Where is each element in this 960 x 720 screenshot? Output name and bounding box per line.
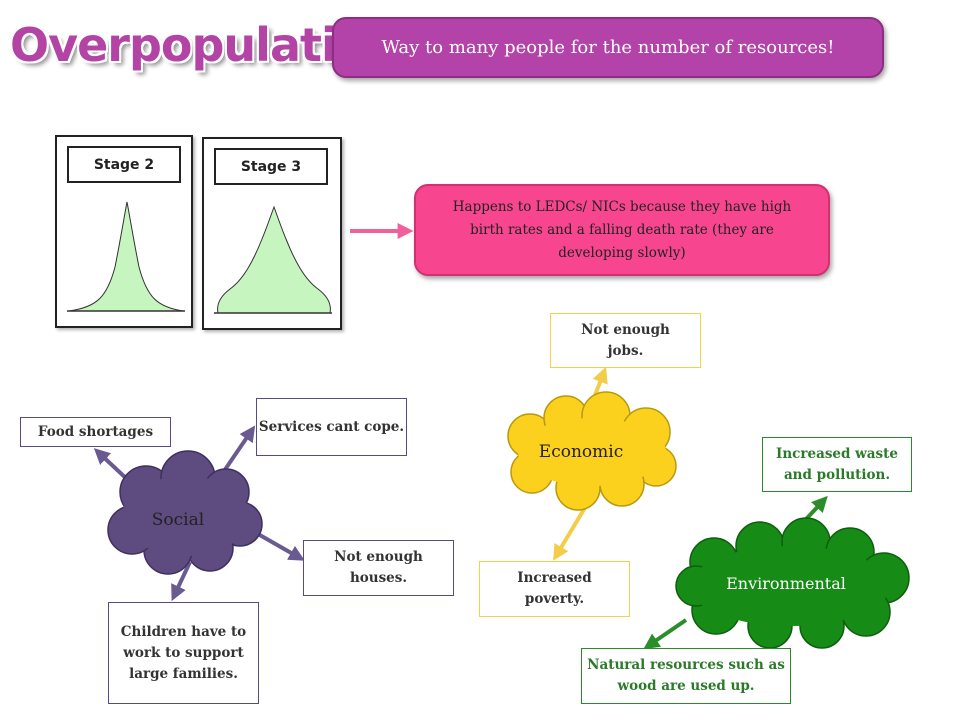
children-box: Children have to work to support large f… [108, 602, 259, 704]
food-shortages-text: Food shortages [37, 423, 154, 440]
social-cloud [107, 450, 263, 575]
cause-text: Happens to LEDCs/ NICs because they have… [452, 198, 792, 261]
stage-3-pyramid-card: Stage 3 [202, 137, 342, 330]
services-text: Services cant cope. [258, 418, 405, 435]
environmental-cloud-label: Environmental [726, 574, 846, 593]
food-shortages-box: Food shortages [20, 417, 171, 447]
stage-2-label: Stage 2 [67, 146, 181, 183]
social-cloud-label: Social [151, 510, 205, 530]
stage-3-pyramid [214, 205, 332, 314]
children-text: Children have to work to support large f… [120, 623, 247, 682]
stage-3-label: Stage 3 [214, 148, 328, 185]
poverty-text: Increased poverty. [517, 570, 592, 607]
jobs-box: Not enough jobs. [550, 313, 701, 368]
environmental-to-resources-arrow [643, 618, 688, 650]
definition-box: Way to many people for the number of res… [332, 17, 884, 78]
poverty-box: Increased poverty. [479, 561, 630, 617]
cause-box: Happens to LEDCs/ NICs because they have… [414, 184, 830, 276]
houses-box: Not enough houses. [303, 540, 454, 596]
stage-2-pyramid-card: Stage 2 [55, 135, 193, 328]
stage-2-pyramid [67, 201, 185, 312]
social-to-food-arrow [93, 448, 130, 482]
economic-to-poverty-arrow [553, 504, 588, 561]
houses-text: Not enough houses. [334, 549, 423, 586]
economic-cloud [507, 391, 677, 511]
services-box: Services cant cope. [256, 398, 407, 456]
social-to-services-arrow [220, 425, 256, 476]
jobs-text: Not enough jobs. [581, 321, 670, 359]
waste-box: Increased waste and pollution. [762, 437, 912, 492]
resources-text: Natural resources such as wood are used … [587, 657, 785, 694]
social-to-houses-arrow [257, 532, 305, 561]
definition-text: Way to many people for the number of res… [381, 37, 835, 58]
economic-cloud-label: Economic [538, 442, 624, 462]
stage-3-pyramid-shape [217, 205, 331, 314]
stage-2-pyramid-shape [68, 201, 184, 312]
waste-text: Increased waste and pollution. [776, 445, 898, 483]
resources-box: Natural resources such as wood are used … [581, 648, 791, 704]
social-to-children-arrow [171, 561, 192, 602]
